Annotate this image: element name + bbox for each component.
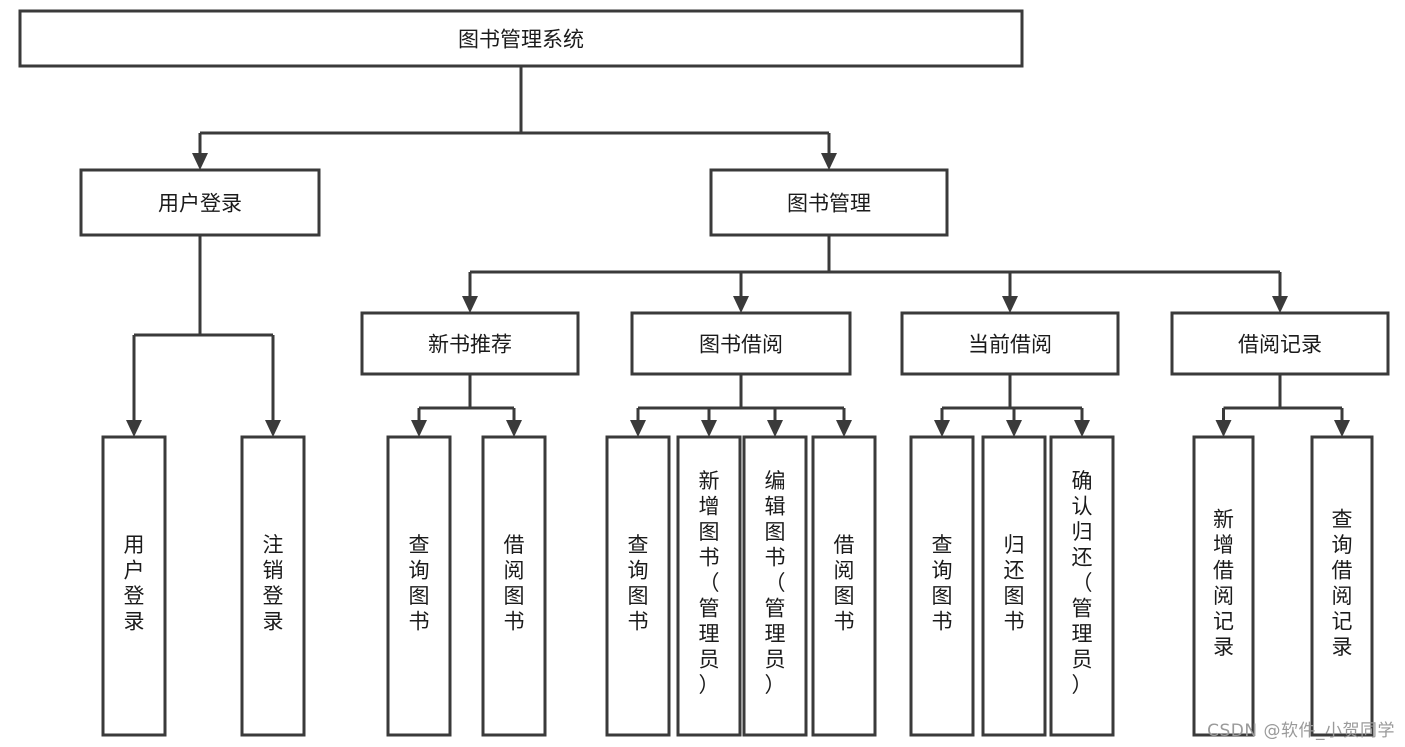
node-n-new-rec[interactable]: 新书推荐: [360, 311, 580, 376]
arrow-head: [1334, 420, 1350, 437]
node-box: [1049, 435, 1115, 737]
node-box: [101, 435, 167, 737]
node-l-query-record[interactable]: 查询借阅记录: [1310, 435, 1374, 737]
node-box: [742, 435, 808, 737]
node-label: 查询图书: [409, 533, 430, 634]
node-label: 查询图书: [628, 533, 649, 634]
node-n-current[interactable]: 当前借阅: [900, 311, 1120, 376]
node-box: [909, 435, 975, 737]
arrow-head: [1215, 420, 1232, 437]
node-l-return-book[interactable]: 归还图书: [981, 435, 1047, 737]
node-l-query-book-c[interactable]: 查询图书: [909, 435, 975, 737]
node-box: [79, 168, 321, 237]
arrow-head: [701, 420, 717, 437]
node-box: [240, 435, 306, 737]
node-label: 注销登录: [263, 533, 284, 634]
node-l-logout[interactable]: 注销登录: [240, 435, 306, 737]
node-label: 用户登录: [158, 192, 242, 216]
arrow-head: [1272, 296, 1288, 313]
node-label: 借阅记录: [1238, 333, 1322, 357]
arrow-head: [265, 420, 281, 437]
arrow-head: [934, 420, 950, 437]
node-box: [386, 435, 452, 737]
node-box: [900, 311, 1120, 376]
node-label: 图书借阅: [699, 333, 783, 357]
arrow-head: [836, 420, 852, 437]
arrow-head: [821, 153, 837, 170]
node-box: [630, 311, 852, 376]
node-box: [1192, 435, 1255, 737]
arrow-head: [506, 420, 522, 437]
node-box: [709, 168, 949, 237]
node-box: [605, 435, 671, 737]
node-label: 当前借阅: [968, 333, 1052, 357]
node-label: 查询图书: [932, 533, 953, 634]
node-l-edit-book[interactable]: 编辑图书（管理员）: [742, 435, 808, 737]
node-l-borrow-book-a[interactable]: 借阅图书: [481, 435, 547, 737]
node-n-book-mgmt[interactable]: 图书管理: [709, 168, 949, 237]
arrow-head: [733, 296, 749, 313]
node-label: 归还图书: [1004, 533, 1025, 634]
node-root[interactable]: 图书管理系统: [18, 9, 1024, 68]
edges-layer: [126, 66, 1350, 437]
node-l-borrow-book-b[interactable]: 借阅图书: [811, 435, 877, 737]
node-label: 编辑图书（管理员）: [765, 469, 786, 697]
node-n-borrow[interactable]: 图书借阅: [630, 311, 852, 376]
node-l-user-login[interactable]: 用户登录: [101, 435, 167, 737]
arrow-head: [411, 420, 427, 437]
node-l-query-book-b[interactable]: 查询图书: [605, 435, 671, 737]
node-label: 图书管理系统: [458, 28, 584, 52]
csdn-watermark: CSDN @软件_小贺同学: [1207, 721, 1395, 741]
arrow-head: [1006, 420, 1022, 437]
arrow-head: [192, 153, 208, 170]
arrow-head: [767, 420, 783, 437]
node-label: 用户登录: [124, 533, 145, 634]
node-box: [360, 311, 580, 376]
node-label: 借阅图书: [504, 533, 525, 634]
node-label: 借阅图书: [834, 533, 855, 634]
node-box: [481, 435, 547, 737]
node-l-query-book-a[interactable]: 查询图书: [386, 435, 452, 737]
node-label: 新书推荐: [428, 333, 512, 357]
node-box: [18, 9, 1024, 68]
node-label: 图书管理: [787, 192, 871, 216]
node-n-records[interactable]: 借阅记录: [1170, 311, 1390, 376]
arrow-head: [462, 296, 478, 313]
arrow-head: [126, 420, 142, 437]
nodes-layer: 图书管理系统用户登录图书管理新书推荐图书借阅当前借阅借阅记录用户登录注销登录查询…: [18, 9, 1390, 737]
node-box: [676, 435, 742, 737]
arrow-head: [630, 420, 646, 437]
node-box: [811, 435, 877, 737]
node-box: [1310, 435, 1374, 737]
node-label: 查询借阅记录: [1332, 507, 1353, 659]
node-label: 确认归还（管理员）: [1072, 469, 1093, 697]
node-l-add-record[interactable]: 新增借阅记录: [1192, 435, 1255, 737]
arrow-head: [1074, 420, 1090, 437]
node-n-user-login[interactable]: 用户登录: [79, 168, 321, 237]
node-l-add-book[interactable]: 新增图书（管理员）: [676, 435, 742, 737]
node-box: [1170, 311, 1390, 376]
node-label: 新增图书（管理员）: [699, 469, 720, 697]
arrow-head: [1002, 296, 1018, 313]
node-label: 新增借阅记录: [1213, 507, 1234, 659]
node-box: [981, 435, 1047, 737]
node-l-confirm-return[interactable]: 确认归还（管理员）: [1049, 435, 1115, 737]
